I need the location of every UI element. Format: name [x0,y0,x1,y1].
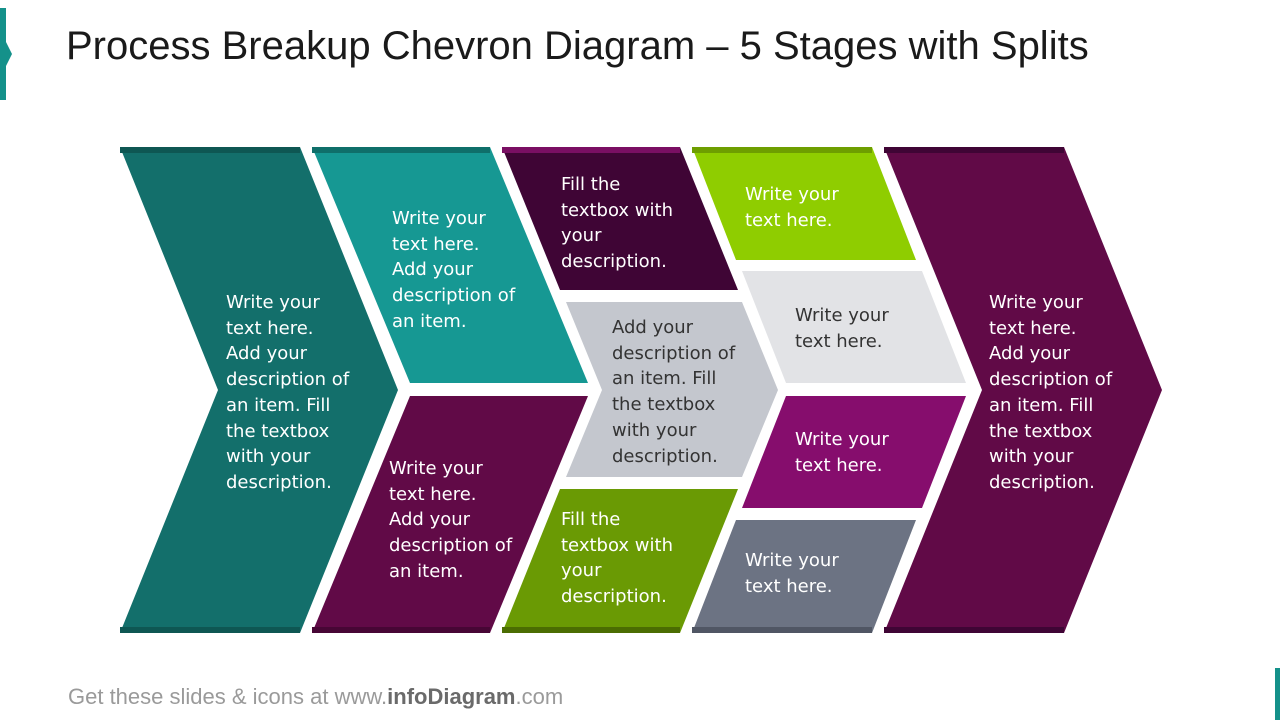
stage3-top-text[interactable]: Fill the textbox with your description. [561,174,673,273]
stage4-segment-1[interactable] [692,147,916,260]
page-title: Process Breakup Chevron Diagram – 5 Stag… [66,24,1089,68]
stage3-bottom-band [502,627,680,633]
title-accent-notch [6,42,12,66]
stage3-middle-text[interactable]: Add your description of an item. Fill th… [612,317,736,467]
stage5-chevron[interactable] [884,147,1162,633]
stage4-segment-4[interactable] [692,520,916,633]
stage1-text[interactable]: Write your text here. Add your descripti… [226,292,350,493]
title-accent-bar [0,8,6,100]
stage3-bottom-segment[interactable] [502,489,738,633]
stage4-text-1[interactable]: Write your text here. [745,184,839,231]
corner-accent-bar [1275,668,1280,720]
stage4-text-3[interactable]: Write your text here. [795,429,889,476]
stage4-segment-3[interactable] [742,396,966,508]
stage4-segment-2[interactable] [742,271,966,383]
stage1-bottom-band [120,627,300,633]
stage2-top-segment[interactable] [312,147,588,383]
stage2-bottom-segment[interactable] [312,396,588,633]
footer-brand: infoDiagram [387,684,516,709]
stage2-top-band [312,147,490,153]
stage5-text[interactable]: Write your text here. Add your descripti… [989,292,1113,493]
stage3-middle-segment[interactable] [566,302,778,477]
stage5-bottom-band [884,627,1064,633]
stage4-segment-4-band [692,627,872,633]
stage2-bottom-band [312,627,490,633]
footer-prefix: Get these slides & icons at www. [68,684,388,709]
footer-suffix: .com [515,684,564,709]
stage3-bottom-text[interactable]: Fill the textbox with your description. [561,509,673,608]
stage5-top-band [884,147,1064,153]
stage3-top-segment[interactable] [502,147,738,290]
stage4-text-4[interactable]: Write your text here. [745,550,839,597]
stage4-segment-1-band [692,147,872,153]
footer-link[interactable]: Get these slides & icons at www.infoDiag… [68,684,563,710]
stage2-top-text[interactable]: Write your text here. Add your descripti… [392,208,516,332]
stage3-top-band [502,147,680,153]
stage2-bottom-text[interactable]: Write your text here. Add your descripti… [389,458,513,582]
stage1-top-band [120,147,300,153]
stage1-chevron[interactable] [120,147,398,633]
stage4-text-2[interactable]: Write your text here. [795,305,889,352]
